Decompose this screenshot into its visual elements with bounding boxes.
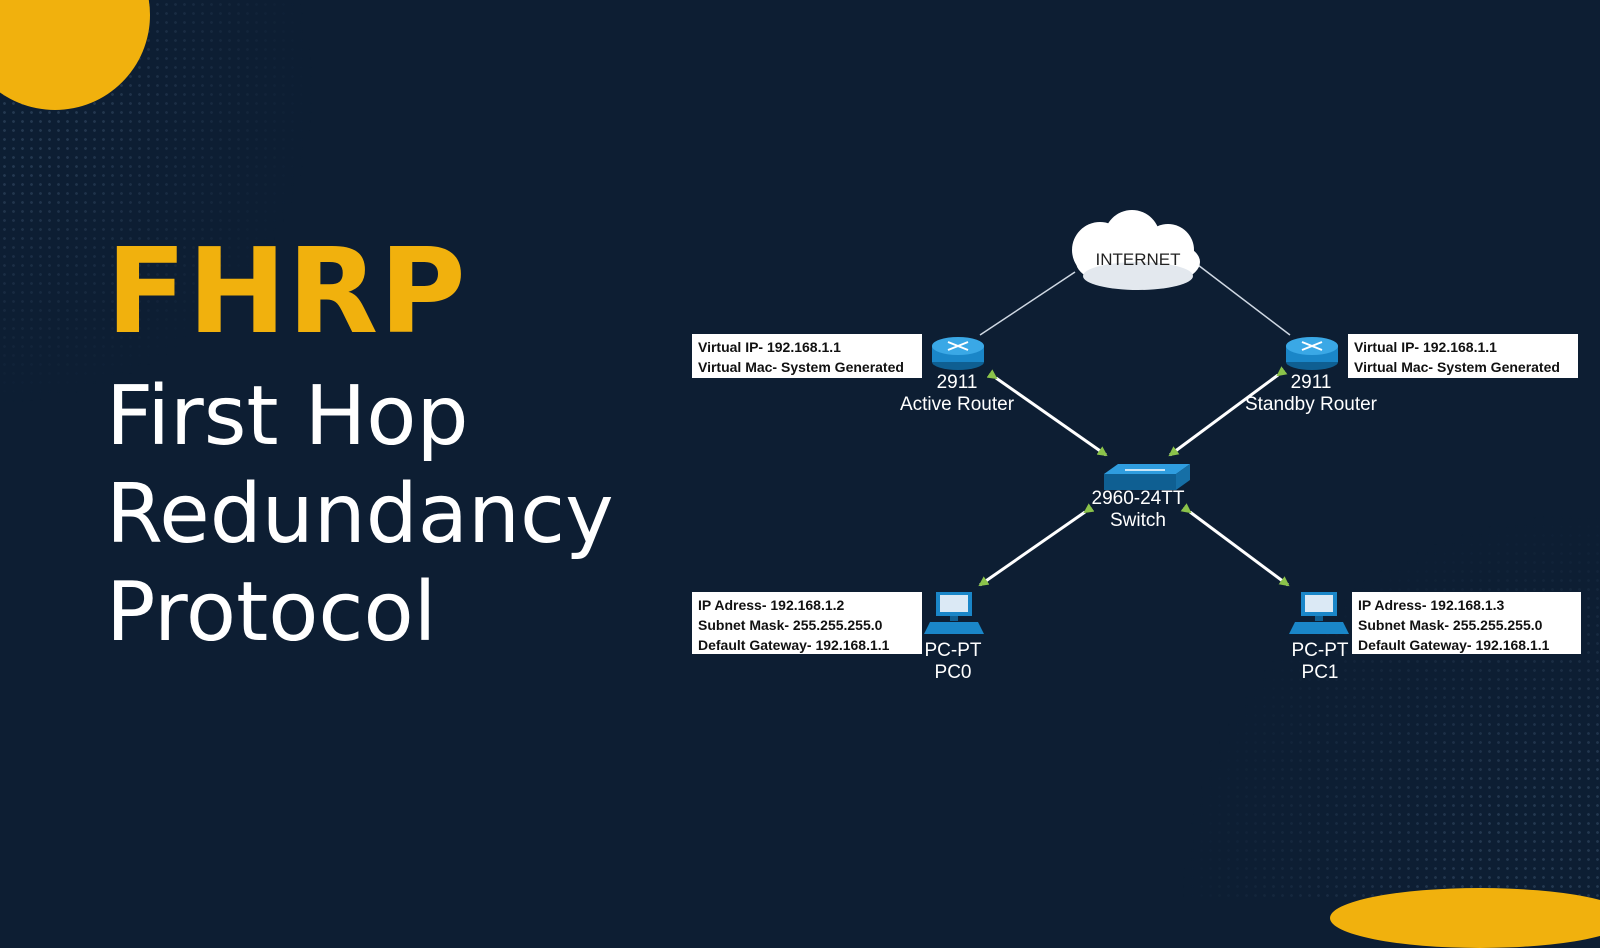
switch-model: 2960-24TT <box>1091 488 1185 509</box>
router-icon <box>1286 337 1338 370</box>
info-line: IP Adress- 192.168.1.2 <box>698 597 845 613</box>
dotted-background-pattern <box>0 0 1600 900</box>
active-router-label: 2911 Active Router <box>900 372 1014 416</box>
info-line: IP Adress- 192.168.1.3 <box>1358 597 1505 613</box>
title-full-name: First Hop Redundancy Protocol <box>106 368 614 662</box>
link-switch-pc0 <box>978 503 1095 587</box>
pc-type: PC-PT <box>1291 640 1349 661</box>
router-model: 2911 <box>936 372 978 393</box>
switch-name: Switch <box>1110 510 1166 531</box>
router-name: Active Router <box>899 394 1015 415</box>
info-line: Subnet Mask- 255.255.255.0 <box>1358 617 1543 633</box>
pc1-info-box: IP Adress- 192.168.1.3 Subnet Mask- 255.… <box>1352 592 1581 654</box>
info-line: Virtual IP- 192.168.1.1 <box>698 339 841 355</box>
title-line: Redundancy <box>106 467 614 562</box>
pc-icon <box>924 592 984 634</box>
link-internet-active-router <box>979 271 1076 336</box>
link-active-router-switch <box>986 369 1108 457</box>
link-standby-router-switch <box>1168 366 1288 457</box>
info-line: Subnet Mask- 255.255.255.0 <box>698 617 883 633</box>
title-acronym: FHRP <box>106 222 467 360</box>
pc-type: PC-PT <box>924 640 982 661</box>
switch-icon <box>1104 464 1190 490</box>
router-model: 2911 <box>1290 372 1332 393</box>
standby-router-info-box: Virtual IP- 192.168.1.1 Virtual Mac- Sys… <box>1348 334 1578 378</box>
info-line: Default Gateway- 192.168.1.1 <box>698 637 890 653</box>
pc0-label: PC-PT PC0 <box>925 640 982 684</box>
link-switch-pc1 <box>1180 503 1290 587</box>
network-diagram: INTERNET <box>924 210 1349 634</box>
pc-name: PC1 <box>1301 662 1339 683</box>
pc-name: PC0 <box>934 662 972 683</box>
pc0-info-box: IP Adress- 192.168.1.2 Subnet Mask- 255.… <box>692 592 922 654</box>
title-line: First Hop <box>106 369 469 464</box>
title-line: Protocol <box>106 565 437 660</box>
cloud-label: INTERNET <box>1096 250 1181 269</box>
link-internet-standby-router <box>1197 264 1291 336</box>
cloud-icon <box>1072 210 1200 290</box>
standby-router-label: 2911 Standby Router <box>1245 372 1377 416</box>
switch-label: 2960-24TT Switch <box>1092 488 1185 532</box>
info-line: Virtual IP- 192.168.1.1 <box>1354 339 1497 355</box>
info-line: Default Gateway- 192.168.1.1 <box>1358 637 1550 653</box>
info-line: Virtual Mac- System Generated <box>1354 359 1560 375</box>
pc-icon <box>1289 592 1349 634</box>
pc1-label: PC-PT PC1 <box>1292 640 1349 684</box>
router-icon <box>932 337 984 370</box>
info-line: Virtual Mac- System Generated <box>698 359 904 375</box>
active-router-info-box: Virtual IP- 192.168.1.1 Virtual Mac- Sys… <box>692 334 922 378</box>
router-name: Standby Router <box>1244 394 1378 415</box>
